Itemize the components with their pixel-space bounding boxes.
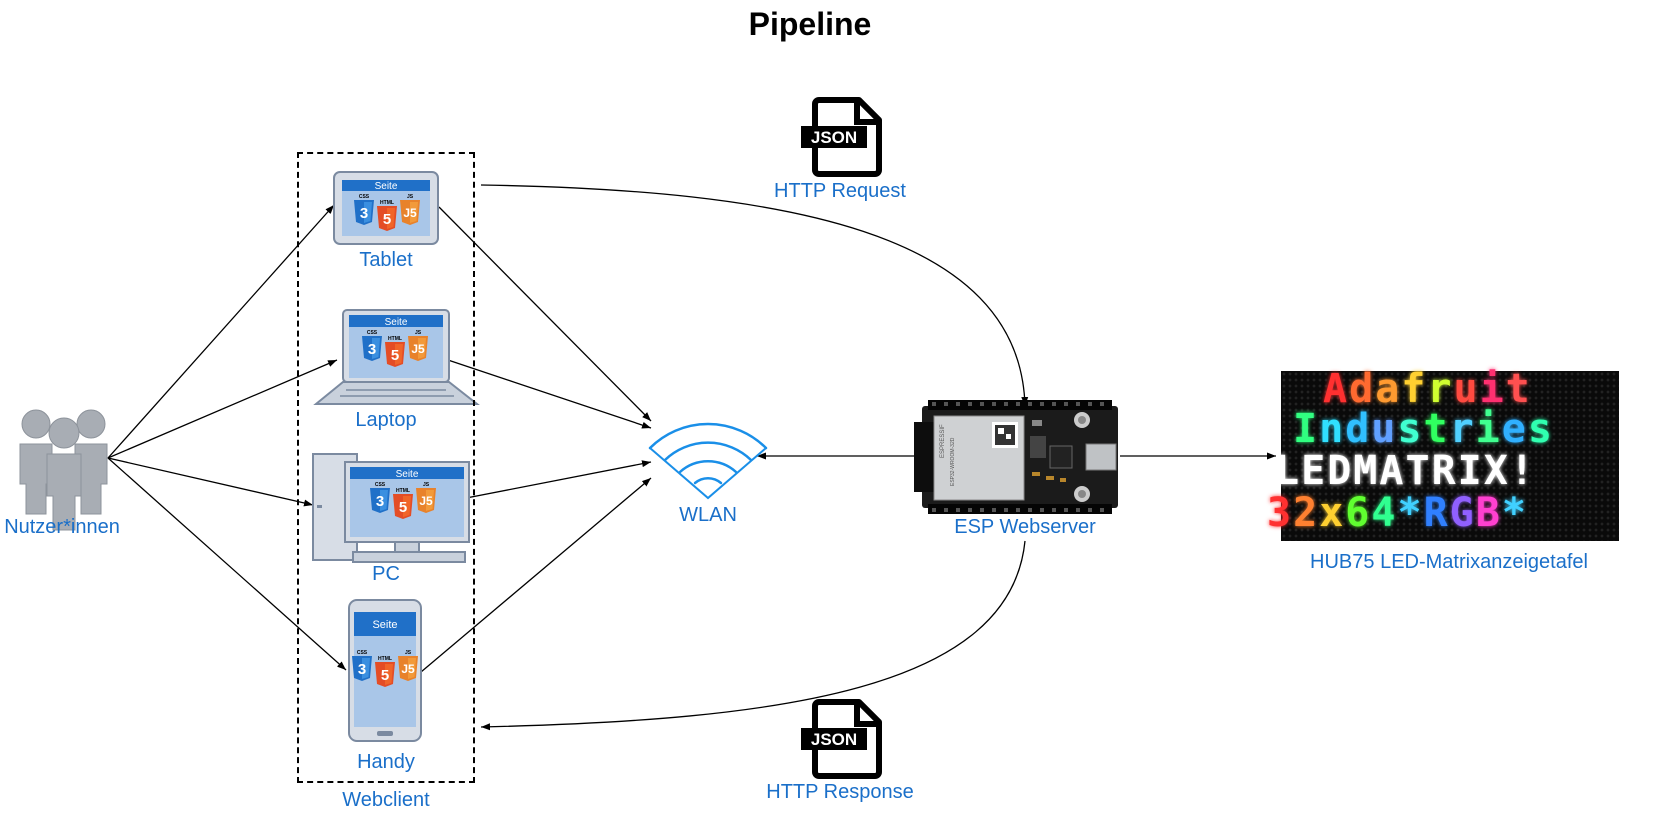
label-pc: PC xyxy=(372,563,400,585)
webclient-group-border xyxy=(297,152,475,783)
json-request-label: JSON xyxy=(811,128,857,147)
json-response-label: JSON xyxy=(811,730,857,749)
led-char: T xyxy=(1405,448,1432,494)
led-char: E xyxy=(1301,448,1328,494)
led-char: I xyxy=(1457,448,1484,494)
led-char: u xyxy=(1453,366,1480,412)
led-char: A xyxy=(1323,366,1350,412)
json-request-icon: JSON xyxy=(801,97,882,177)
label-esp: ESP Webserver xyxy=(954,516,1096,538)
led-char: G xyxy=(1449,490,1476,536)
edge-pc-wlan xyxy=(455,460,652,501)
label-wlan: WLAN xyxy=(679,504,737,526)
edge-http-response xyxy=(480,540,1026,731)
svg-text:Seite: Seite xyxy=(372,619,397,631)
edge-laptop-wlan xyxy=(435,355,652,429)
users-icon xyxy=(19,409,108,531)
led-char: I xyxy=(1293,406,1320,452)
label-users: Nutzer*innen xyxy=(4,516,120,538)
edge-http-request xyxy=(480,184,1029,407)
led-char: r xyxy=(1449,406,1476,452)
edge-users-pc xyxy=(107,457,314,507)
edges xyxy=(107,184,1276,731)
wifi-icon xyxy=(648,422,768,500)
led-char: t xyxy=(1423,406,1450,452)
led-char: * xyxy=(1397,490,1424,536)
led-char: 4 xyxy=(1371,490,1398,536)
led-matrix-board: Adafruit Industries LED MATRIX! 32x64 *R… xyxy=(1267,369,1619,541)
svg-text:Seite: Seite xyxy=(385,317,408,328)
led-char: A xyxy=(1379,448,1406,494)
led-char: x xyxy=(1319,490,1346,536)
led-char: 6 xyxy=(1345,490,1372,536)
edge-users-tablet xyxy=(107,204,335,459)
svg-text:Seite: Seite xyxy=(375,181,398,192)
phone-icon: Seite xyxy=(348,599,422,742)
led-char: i xyxy=(1475,406,1502,452)
svg-text:Seite: Seite xyxy=(396,469,419,480)
led-char: f xyxy=(1401,366,1428,412)
label-phone: Handy xyxy=(357,751,415,773)
led-char: 3 xyxy=(1267,490,1294,536)
led-char: 2 xyxy=(1293,490,1320,536)
led-char: d xyxy=(1345,406,1372,452)
led-char: s xyxy=(1397,406,1424,452)
json-response-icon: JSON xyxy=(801,699,882,779)
laptop-icon: Seite xyxy=(313,309,480,405)
label-laptop: Laptop xyxy=(355,409,417,431)
led-line-2: Industries xyxy=(1293,409,1631,449)
pc-icon: Seite xyxy=(312,453,470,563)
tablet-icon: Seite xyxy=(333,171,439,245)
led-char: R xyxy=(1423,490,1450,536)
led-char: d xyxy=(1349,366,1376,412)
label-webclient: Webclient xyxy=(342,789,430,811)
led-line-4: 32x64 *RGB* xyxy=(1267,493,1605,533)
led-char: e xyxy=(1501,406,1528,452)
led-char: t xyxy=(1505,366,1532,412)
led-char: s xyxy=(1527,406,1554,452)
label-http-request: HTTP Request xyxy=(774,180,906,202)
led-char: n xyxy=(1319,406,1346,452)
led-char: B xyxy=(1475,490,1502,536)
led-char: a xyxy=(1375,366,1402,412)
label-http-response: HTTP Response xyxy=(766,781,914,803)
led-char: R xyxy=(1431,448,1458,494)
led-char: u xyxy=(1371,406,1398,452)
led-char: ! xyxy=(1509,448,1536,494)
led-char: r xyxy=(1427,366,1454,412)
led-char: X xyxy=(1483,448,1510,494)
esp-model-label: ESP32-WROOM-32D xyxy=(950,437,956,486)
diagram-title: Pipeline xyxy=(748,6,872,42)
led-char: M xyxy=(1353,448,1380,494)
esp-board-icon: ESPRESSIF ESP32-WROOM-32D xyxy=(914,400,1118,514)
esp-maker-label: ESPRESSIF xyxy=(940,424,946,458)
label-matrix: HUB75 LED-Matrixanzeigetafel xyxy=(1310,551,1588,573)
led-char: L xyxy=(1275,448,1302,494)
edge-users-phone xyxy=(107,457,347,671)
led-char: i xyxy=(1479,366,1506,412)
led-char: * xyxy=(1501,490,1528,536)
led-line-3: LED MATRIX! xyxy=(1275,451,1613,491)
edge-phone-wlan xyxy=(420,477,652,673)
led-char: D xyxy=(1327,448,1354,494)
label-tablet: Tablet xyxy=(359,249,413,271)
led-line-1: Adafruit xyxy=(1323,369,1661,409)
pipeline-diagram: 3 5 J5 CSS HTML JS xyxy=(19,97,1276,779)
